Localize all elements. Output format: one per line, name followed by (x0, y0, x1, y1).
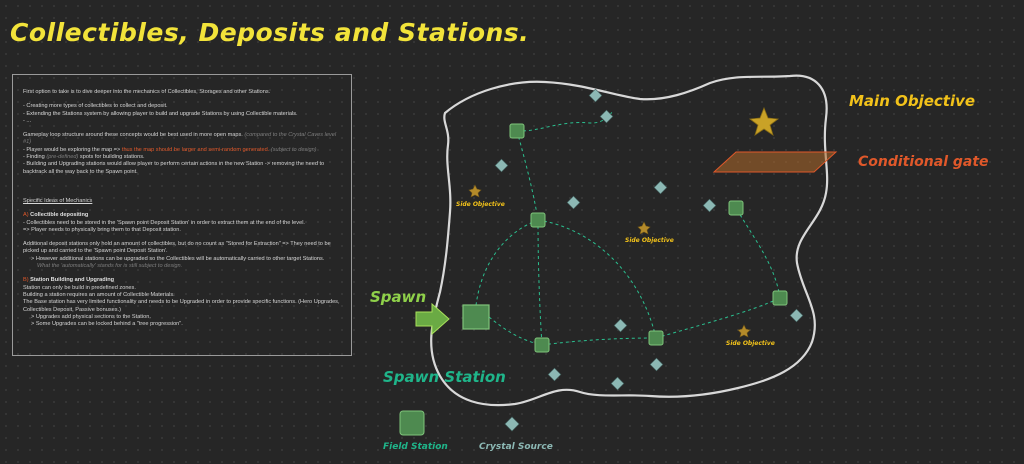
section-a-however: > However additional stations can be upg… (31, 255, 325, 262)
bullet-2: - Extending the Stations system by allow… (23, 110, 298, 117)
spawn-arrow (415, 302, 450, 336)
section-b-line-2: Building a station requires an amount of… (23, 291, 175, 298)
field-station-legend-icon (399, 410, 425, 436)
path-fs1-fs3 (516, 130, 539, 221)
crystal-source (547, 367, 562, 382)
crystal-source (789, 308, 804, 323)
ideas-header: Specific Ideas of Mechanics (23, 197, 93, 204)
conditional-gate-label: Conditional gate (858, 154, 989, 170)
side-objective-star (468, 184, 482, 198)
map-boundary (430, 74, 829, 407)
crystal-source (588, 88, 603, 103)
crystal-source (494, 158, 509, 173)
main-objective-star (748, 106, 780, 136)
side-objective-star (737, 324, 751, 338)
crystal-source (613, 318, 628, 333)
bullet-1: - Creating more types of collectibles to… (23, 103, 168, 110)
side-objective-label: Side Objective (625, 237, 674, 244)
spawn-station (462, 304, 490, 330)
section-b-line-3: The Base station has very limited functi… (23, 299, 342, 313)
field-station (530, 212, 546, 228)
notes-panel: First option to take is to dive deeper i… (12, 74, 352, 356)
path-fs3-fs4 (537, 219, 543, 346)
spawn-label: Spawn (370, 288, 426, 306)
section-b-heading: B) Station Building and Upgrading (23, 277, 115, 284)
path-spawn-fs4 (488, 316, 543, 346)
field-station (648, 330, 664, 346)
section-b-line-4: > Upgrades add physical sections to the … (31, 313, 151, 320)
field-station (534, 337, 550, 353)
path-fs1-fs2 (516, 111, 613, 132)
side-objective-label: Side Objective (456, 201, 505, 208)
path-fs5-fs6 (655, 297, 781, 339)
crystal-source (566, 195, 581, 210)
path-fs3-spawn (474, 219, 539, 317)
section-b-line-1: Station can only be build in predefined … (23, 284, 136, 291)
path-fs6-fs7 (735, 207, 781, 299)
spawn-station-label: Spawn Station (383, 368, 506, 386)
section-b-line-5: > Some Upgrades can be locked behind a "… (31, 321, 183, 328)
building-line: - Building and Upgrading stations would … (23, 161, 326, 175)
section-a-note: What the 'automatically' stands for is s… (37, 263, 183, 270)
field-station-legend-label: Field Station (383, 442, 448, 452)
intro-text: First option to take is to dive deeper i… (23, 89, 271, 95)
field-station (509, 123, 525, 139)
crystal-source (649, 357, 664, 372)
conditional-gate-zone (712, 151, 838, 173)
crystal-source-legend-label: Crystal Source (479, 442, 553, 452)
section-a-heading: A) Collectible depositing (23, 212, 89, 219)
bullet-3: - ... (23, 117, 32, 124)
side-objective-label: Side Objective (726, 340, 775, 347)
section-a-line-1: - Collectibles need to be stored in the … (23, 219, 305, 226)
path-fs4-fs5 (541, 337, 657, 346)
path-fs3-fs5 (537, 219, 657, 339)
field-station (728, 200, 744, 216)
section-a-paragraph: Additional deposit stations only hold an… (23, 241, 333, 255)
crystal-source (653, 180, 668, 195)
section-a-line-2: => Player needs to physically bring them… (23, 226, 181, 233)
gameplay-line: Gameplay loop structure around these con… (23, 132, 338, 146)
page-title: Collectibles, Deposits and Stations. (10, 18, 530, 47)
field-station (772, 290, 788, 306)
main-objective-label: Main Objective (849, 92, 975, 110)
crystal-source-legend-icon (504, 416, 520, 432)
crystal-source (610, 376, 625, 391)
finding-line: - Finding (pre-defined) spots for buildi… (23, 154, 145, 161)
explore-line: - Player would be exploring the map => t… (23, 146, 317, 153)
crystal-source (702, 198, 717, 213)
side-objective-star (637, 221, 651, 235)
crystal-source (599, 109, 614, 124)
